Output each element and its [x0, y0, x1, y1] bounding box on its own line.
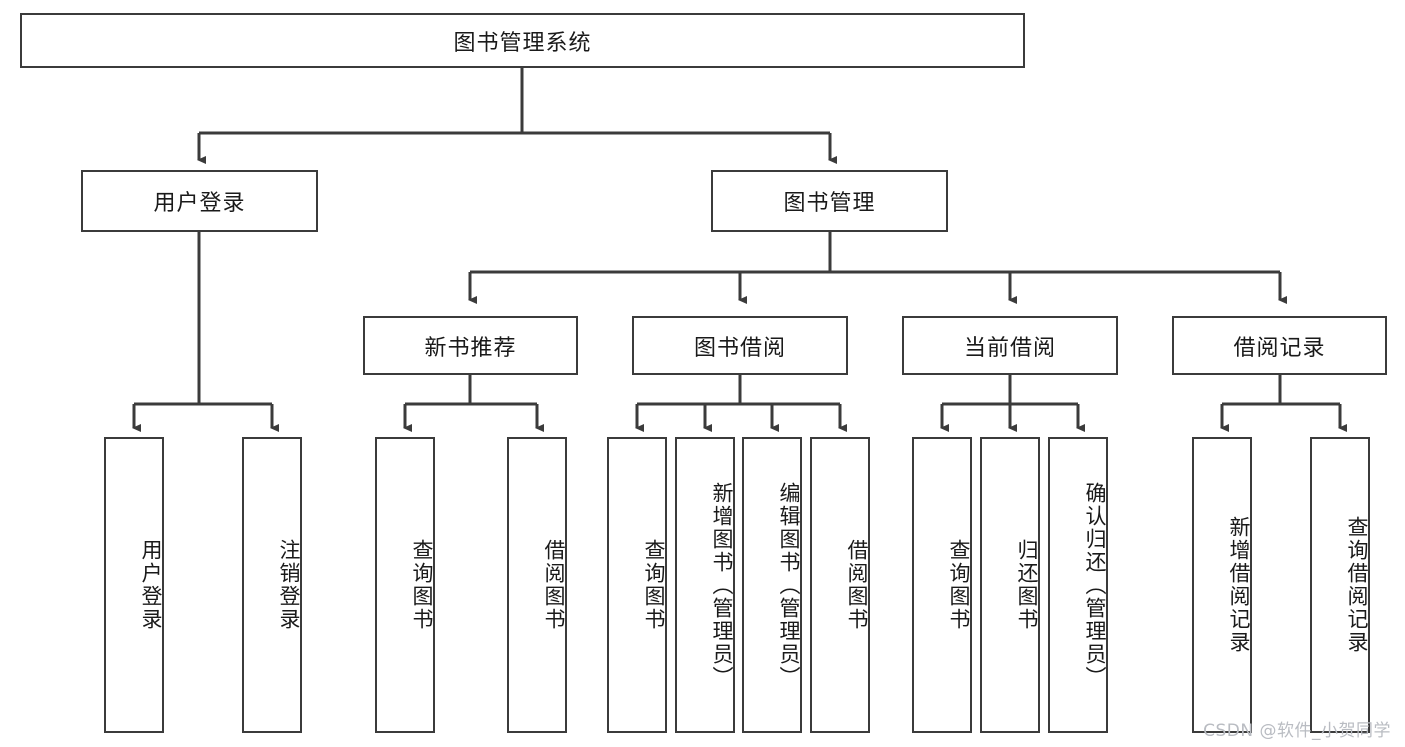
node-borrow-record[interactable]: 借阅记录: [1172, 316, 1387, 375]
node-user-login-label: 用户登录: [153, 191, 246, 216]
leaf-query-book-1[interactable]: 查询图书: [375, 437, 435, 733]
node-current-borrow[interactable]: 当前借阅: [902, 316, 1118, 375]
node-borrow-record-label: 借阅记录: [1233, 335, 1326, 361]
leaf-edit-book-label: 编辑图书（管理员）: [777, 481, 801, 689]
leaf-return-book[interactable]: 归还图书: [980, 437, 1040, 733]
leaf-user-login-label: 用户登录: [139, 539, 163, 631]
node-root-label: 图书管理系统: [453, 30, 592, 56]
leaf-logout-label: 注销登录: [277, 539, 301, 631]
node-new-book-recommend-label: 新书推荐: [424, 335, 517, 361]
leaf-confirm-return[interactable]: 确认归还（管理员）: [1048, 437, 1108, 733]
node-book-borrow-label: 图书借阅: [693, 335, 786, 361]
leaf-query-book-1-label: 查询图书: [410, 539, 434, 631]
leaf-borrow-book-2-label: 借阅图书: [845, 539, 869, 631]
leaf-logout[interactable]: 注销登录: [242, 437, 302, 733]
node-user-login[interactable]: 用户登录: [81, 170, 318, 232]
node-book-manage-label: 图书管理: [783, 191, 876, 216]
node-book-borrow[interactable]: 图书借阅: [632, 316, 848, 375]
leaf-add-record-label: 新增借阅记录: [1227, 516, 1251, 654]
leaf-query-book-2[interactable]: 查询图书: [607, 437, 667, 733]
leaf-query-record-label: 查询借阅记录: [1345, 516, 1369, 654]
leaf-query-book-3[interactable]: 查询图书: [912, 437, 972, 733]
leaf-user-login[interactable]: 用户登录: [104, 437, 164, 733]
leaf-edit-book[interactable]: 编辑图书（管理员）: [742, 437, 802, 733]
node-new-book-recommend[interactable]: 新书推荐: [363, 316, 578, 375]
leaf-query-book-3-label: 查询图书: [947, 539, 971, 631]
leaf-confirm-return-label: 确认归还（管理员）: [1083, 481, 1107, 689]
leaf-query-book-2-label: 查询图书: [642, 539, 666, 631]
leaf-borrow-book-1-label: 借阅图书: [542, 539, 566, 631]
node-root[interactable]: 图书管理系统: [20, 13, 1025, 68]
leaf-query-record[interactable]: 查询借阅记录: [1310, 437, 1370, 733]
leaf-borrow-book-2[interactable]: 借阅图书: [810, 437, 870, 733]
node-current-borrow-label: 当前借阅: [963, 335, 1056, 361]
leaf-borrow-book-1[interactable]: 借阅图书: [507, 437, 567, 733]
leaf-add-book-label: 新增图书（管理员）: [710, 481, 734, 689]
node-book-manage[interactable]: 图书管理: [711, 170, 948, 232]
leaf-add-record[interactable]: 新增借阅记录: [1192, 437, 1252, 733]
leaf-add-book[interactable]: 新增图书（管理员）: [675, 437, 735, 733]
leaf-return-book-label: 归还图书: [1015, 539, 1039, 631]
